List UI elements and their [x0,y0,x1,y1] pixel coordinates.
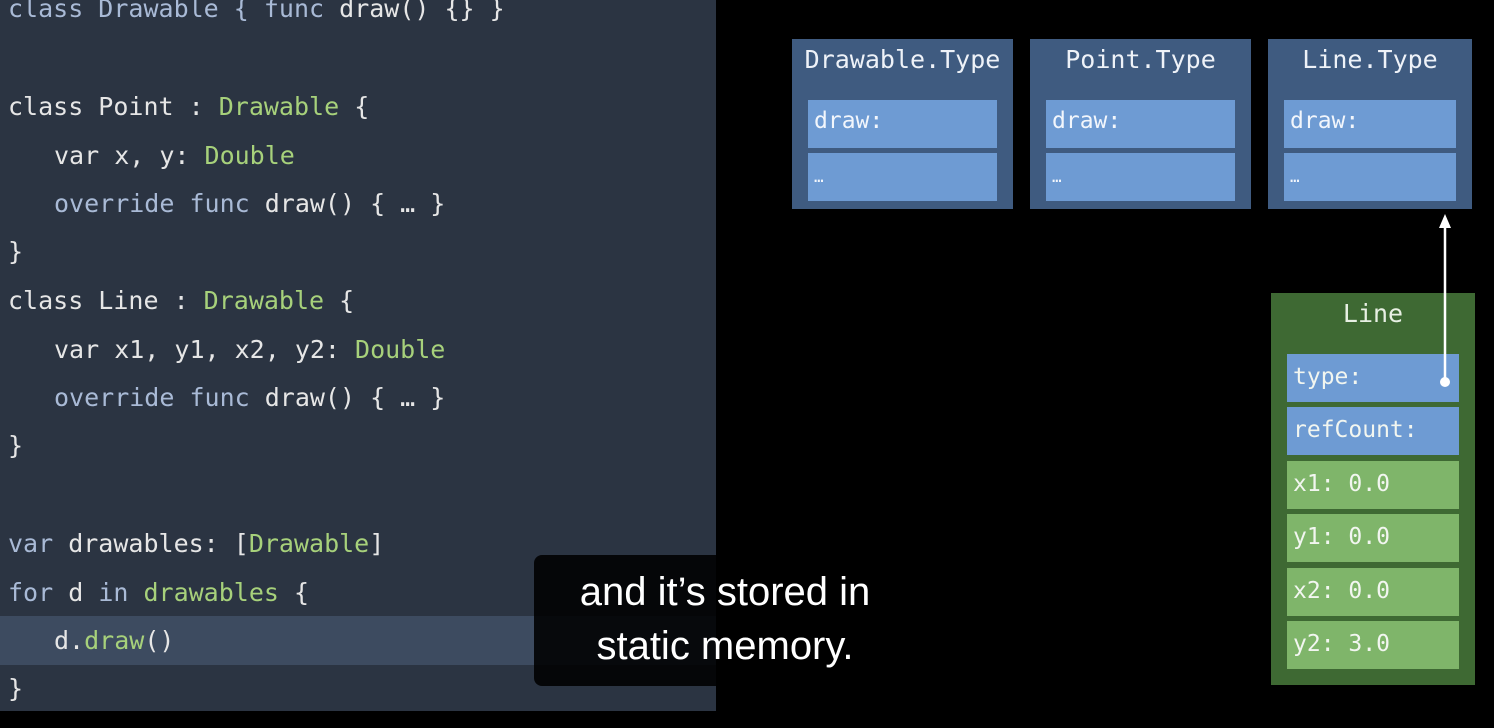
code-token: { [324,286,355,315]
code-token: d [53,578,99,607]
code-token: Drawable [248,529,370,558]
drawable-type-box: Drawable.Type draw: … [792,39,1013,209]
field-y2: y2: 3.0 [1287,621,1459,669]
code-token: { [278,578,310,607]
code-line-13: } [8,674,24,703]
code-token: () [144,626,175,655]
code-token: class Point : [8,92,219,121]
code-token: in [98,578,129,607]
type-box-title: Drawable.Type [804,45,1001,74]
code-token: var x1, y1, x2, y2: [54,335,356,364]
code-token: Drawable [218,92,340,121]
code-line-3: var x, y: Double [54,141,295,171]
code-line-8: override func draw() { … } [54,383,445,413]
type-slot-draw: draw: [1046,100,1235,148]
code-token: var x, y: [54,141,205,170]
code-token: ] [369,529,385,558]
type-box-title: Line.Type [1302,45,1438,74]
code-line-9: } [8,431,24,460]
field-y1: y1: 0.0 [1287,514,1459,562]
point-type-box: Point.Type draw: … [1030,39,1251,209]
caption-line-2: static memory. [596,624,854,668]
code-token: var [8,529,54,558]
code-line-5: } [8,237,24,266]
code-token: override func [54,189,250,218]
code-token: draw() { … } [249,189,446,218]
code-line-2: class Point : Drawable { [8,92,369,122]
code-line-6: class Line : Drawable { [8,286,354,316]
type-slot-draw: draw: [1284,100,1456,148]
code-line-10: var drawables: [Drawable] [8,529,384,559]
code-token: func [263,0,325,23]
line-type-box: Line.Type draw: … [1268,39,1472,209]
code-line-11: for d in drawables { [8,578,309,608]
subtitle-caption: and it’s stored in static memory. [534,555,916,686]
type-slot-more: … [1046,153,1235,201]
type-box-title: Point.Type [1065,45,1216,74]
type-slot-more: … [1284,153,1456,201]
code-token: Double [355,335,446,364]
code-token: override func [54,383,250,412]
code-token: { [339,92,370,121]
code-token: Double [204,141,295,170]
code-token: drawables: [ [53,529,249,558]
code-token: draw() { … } [249,383,446,412]
line-instance-box: Line type: refCount: x1: 0.0 y1: 0.0 x2:… [1271,293,1475,685]
caption-line-1: and it’s stored in [579,570,871,614]
type-slot-draw: draw: [808,100,997,148]
field-refcount: refCount: [1287,407,1459,455]
code-token: draw [84,626,145,655]
code-line-1: class Drawable { func draw() {} } [8,0,505,24]
code-token: for [8,578,54,607]
type-slot-more: … [808,153,997,201]
code-line-7: var x1, y1, x2, y2: Double [54,335,445,365]
code-line-12: d.draw() [54,626,174,656]
code-token: class Drawable { [8,0,264,23]
code-token: drawables [128,578,279,607]
type-pointer-arrow [1439,214,1451,387]
code-line-4: override func draw() { … } [54,189,445,219]
code-token: d. [54,626,85,655]
code-token: Drawable [203,286,325,315]
field-x1: x1: 0.0 [1287,461,1459,509]
field-x2: x2: 0.0 [1287,568,1459,616]
instance-title: Line [1342,299,1404,328]
code-token: class Line : [8,286,204,315]
code-token: draw() {} } [324,0,505,23]
field-type: type: [1287,354,1459,402]
